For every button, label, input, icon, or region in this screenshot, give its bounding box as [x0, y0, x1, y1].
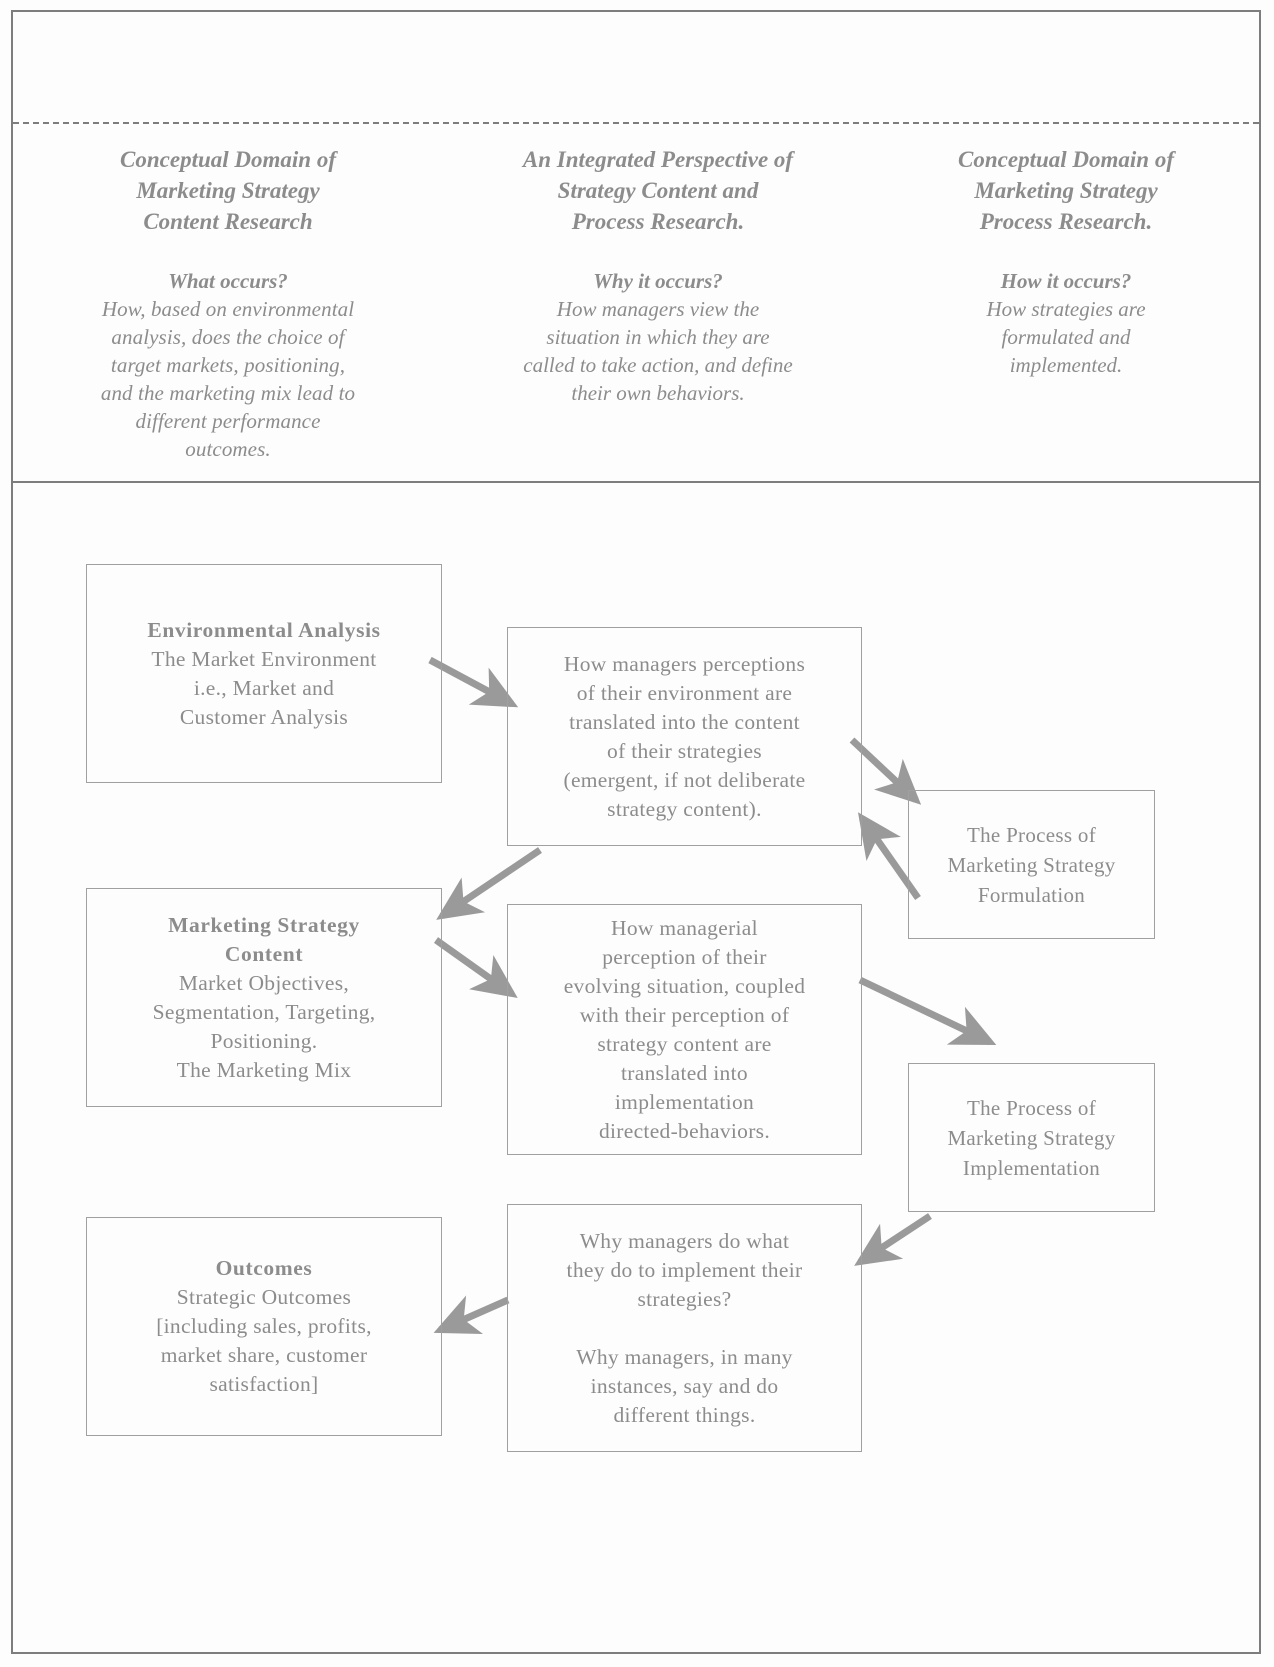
outer-frame: [11, 10, 1261, 1654]
header-question-how-it-occurs: How it occurs?: [1000, 269, 1132, 293]
node-marketing-strategy-content[interactable]: Marketing Strategy Content Market Object…: [86, 888, 442, 1107]
node-marketing-strategy-content-text: Marketing Strategy Content Market Object…: [153, 911, 376, 1085]
node-marketing-strategy-content-body: Market Objectives, Segmentation, Targeti…: [152, 970, 376, 1082]
node-process-of-formulation[interactable]: The Process of Marketing Strategy Formul…: [908, 790, 1155, 939]
header-question-why-it-occurs: Why it occurs?: [593, 269, 723, 293]
dashed-divider: [13, 122, 1259, 124]
header-column-integrated-perspective: An Integrated Perspective of Strategy Co…: [443, 126, 873, 478]
solid-divider: [13, 481, 1259, 483]
node-middle-center[interactable]: How managerial perception of their evolv…: [507, 904, 862, 1155]
node-process-of-implementation-text: The Process of Marketing Strategy Implem…: [947, 1095, 1116, 1180]
header-column-content-research: Conceptual Domain of Marketing Strategy …: [13, 126, 443, 478]
header-title-content-research: Conceptual Domain of Marketing Strategy …: [120, 147, 336, 234]
header-body-content-research: How, based on environmental analysis, do…: [100, 297, 356, 461]
node-environmental-analysis[interactable]: Environmental Analysis The Market Enviro…: [86, 564, 442, 783]
node-middle-bottom-text: Why managers do what they do to implemen…: [566, 1228, 803, 1427]
header-title-integrated-perspective: An Integrated Perspective of Strategy Co…: [522, 147, 794, 234]
node-outcomes[interactable]: Outcomes Strategic Outcomes [including s…: [86, 1217, 442, 1436]
header-title-process-research: Conceptual Domain of Marketing Strategy …: [958, 147, 1174, 234]
header-band: Conceptual Domain of Marketing Strategy …: [13, 126, 1259, 478]
arrow-middle-top-to-formulation: [849, 737, 922, 805]
header-column-process-research: Conceptual Domain of Marketing Strategy …: [873, 126, 1259, 478]
header-body-process-research: How strategies are formulated and implem…: [986, 297, 1146, 377]
node-environmental-analysis-text: Environmental Analysis The Market Enviro…: [147, 616, 380, 732]
node-marketing-strategy-content-heading: Marketing Strategy Content: [168, 912, 360, 966]
node-outcomes-body: Strategic Outcomes [including sales, pro…: [156, 1285, 372, 1396]
node-environmental-analysis-heading: Environmental Analysis: [147, 617, 381, 642]
arrow-implementation-to-middle-bottom: [854, 1213, 932, 1266]
node-process-of-formulation-text: The Process of Marketing Strategy Formul…: [947, 822, 1116, 907]
arrow-msc-to-middle-center: [433, 937, 518, 999]
node-outcomes-heading: Outcomes: [215, 1256, 313, 1280]
arrow-middle-center-to-implementation: [858, 976, 997, 1046]
header-body-integrated-perspective: How managers view the situation in which…: [523, 297, 793, 405]
arrow-middle-top-to-msc: [436, 847, 542, 920]
node-environmental-analysis-body: The Market Environment i.e., Market and …: [151, 646, 377, 729]
node-outcomes-text: Outcomes Strategic Outcomes [including s…: [156, 1254, 372, 1399]
node-middle-center-text: How managerial perception of their evolv…: [563, 915, 806, 1143]
arrow-middle-bottom-to-outcomes: [433, 1295, 510, 1334]
node-process-of-implementation[interactable]: The Process of Marketing Strategy Implem…: [908, 1063, 1155, 1212]
node-middle-top[interactable]: How managers perceptions of their enviro…: [507, 627, 862, 846]
header-question-what-occurs: What occurs?: [168, 269, 288, 293]
node-middle-bottom[interactable]: Why managers do what they do to implemen…: [507, 1204, 862, 1452]
arrow-env-to-middle-top: [428, 656, 519, 708]
node-middle-top-text: How managers perceptions of their enviro…: [563, 651, 806, 821]
